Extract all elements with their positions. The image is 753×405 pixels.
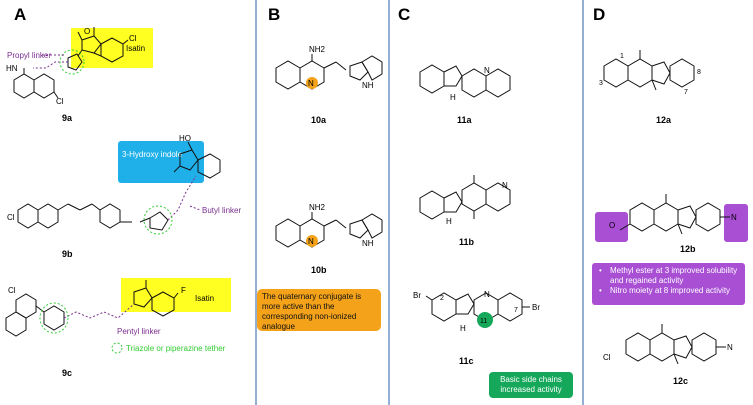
label-9a: 9a [62,113,73,123]
atom-nh-11a: H [450,93,456,102]
atom-n-11a: N [484,66,490,75]
compound-10b: NH2 N NH 10b [275,203,383,275]
atom-cl-12c: Cl [603,353,611,362]
note-12b-improvements: Methyl ester at 3 improved solubility an… [592,263,745,305]
panel-letter-c: C [398,5,410,24]
nitro-highlight [724,204,748,242]
charge-highlight-10a [306,77,318,89]
atom-cl-9c: Cl [8,286,16,295]
compound-12b: N O 12b [595,194,748,254]
propyl-linker-label: Propyl linker [7,51,51,60]
atom-nh-10b: NH [362,239,374,248]
compound-12c: Cl N 12c [603,324,733,386]
atom-o-9a: O [84,27,90,36]
compound-11a: N H 11a [419,64,511,125]
atom-n-11b: N [502,181,508,190]
atom-n-10b: N [308,237,314,246]
atom-h-11c: H [460,324,466,333]
atom-cl-9b: Cl [7,213,15,222]
ester-highlight [595,212,628,242]
note-12b-item-ester: Methyl ester at 3 improved solubility an… [599,266,740,286]
atom-br-left-11c: Br [413,291,421,300]
label-10b: 10b [311,265,327,275]
panel-letter-a: A [14,5,26,24]
atom-n-nitro-12c: N [727,343,733,352]
isatin-label-9a: Isatin [126,44,145,53]
tether-circle-9a [59,49,85,75]
isatin-highlight-9a [71,28,153,68]
position-1-label-12a: 1 [620,53,624,60]
atom-h-11b: H [446,217,452,226]
atom-nh2-10a: NH2 [309,45,326,54]
position-7-label-12a: 7 [684,89,688,96]
atom-n-10a: N [308,79,314,88]
panel-letter-d: D [593,5,605,24]
hydroxyindole-highlight [118,141,204,183]
atom-cl-9a: Cl [129,34,137,43]
butyl-linker-label: Butyl linker [202,206,241,215]
compound-11c: 11 Br 2 7 Br N H 11c [413,290,540,366]
label-11c: 11c [459,356,474,366]
compound-10a: NH2 N NH 10a [275,45,383,125]
position-11-highlight [477,312,493,328]
pentyl-linker-label: Pentyl linker [117,327,161,336]
compound-9b: 3-Hydroxy indole HO Cl Butyl linker [7,134,241,259]
atom-br-right-11c: Br [532,303,540,312]
tether-circle-9c [39,302,69,334]
tether-legend-label: Triazole or piperazine tether [126,344,226,353]
note-12b-item-nitro: Nitro moiety at 8 improved activity [599,286,740,296]
compound-12a: 1 3 8 7 12a [599,50,701,125]
compound-9a: Isatin Propyl linker O Cl HN Cl 9a [6,27,153,123]
label-12a: 12a [656,115,672,125]
atom-nh2-10b: NH2 [309,203,326,212]
atom-n-11c: N [484,290,490,299]
compound-9c: Isatin F Cl Pentyl linker Triazole or pi… [5,278,231,378]
note-basic-side-chains: Basic side chains increased activity [489,372,573,398]
position-8-label-12a: 8 [697,69,701,76]
tether-legend-marker [111,342,123,354]
position-2-label: 2 [440,295,444,302]
label-12b: 12b [680,244,696,254]
butyl-linker-pointer [189,205,201,211]
atom-n-nitro-12b: N [731,213,737,222]
atom-o-ester-12b: O [609,221,615,230]
note-quaternary: The quaternary conjugate is more active … [257,289,381,331]
hydroxyindole-label-text: 3-Hydroxy indole [122,150,183,159]
atom-cl2-9a: Cl [56,97,64,106]
atom-f-9c: F [181,286,186,295]
isatin-label-9c: Isatin [195,294,214,303]
compound-11b: N H 11b [419,175,511,247]
label-10a: 10a [311,115,327,125]
panel-letter-b: B [268,5,280,24]
atom-nh-10a: NH [362,81,374,90]
note-12b-list: Methyl ester at 3 improved solubility an… [597,266,740,296]
position-3-label-12a: 3 [599,80,603,87]
hydroxyindole-label: 3-Hydroxy indole [122,150,183,159]
label-9c: 9c [62,368,72,378]
label-9b: 9b [62,249,73,259]
position-7-label: 7 [514,307,518,314]
charge-highlight-10b [306,235,318,247]
panel-dividers [255,0,584,405]
label-11a: 11a [457,115,473,125]
label-12c: 12c [673,376,688,386]
atom-hn-9a: HN [6,64,18,73]
tether-circle-9b [143,205,173,235]
atom-ho-9b: HO [179,134,191,143]
label-11b: 11b [459,237,475,247]
position-11-label: 11 [480,318,487,325]
